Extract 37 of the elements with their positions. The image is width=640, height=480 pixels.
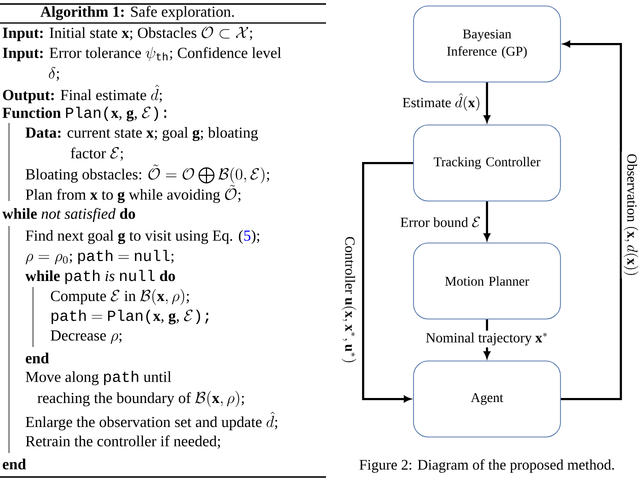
algorithm-line: $\text{Decrease $\rho$;}$ [50,330,122,344]
edge-label: $\text{Controller $\mathbf{u}(\mathbf{x},\mathbf{x}^{*},\mathbf{u}^{*})$}$ [340,234,358,366]
algorithm-line: $\text{Find next goal $\mathbf{g}$ to visit using Eq. (\textcolor{blue}{5});}$ [26,230,260,244]
arrow [484,82,490,122]
algorithm-line: $\text{Compute $\mathcal{E}$ in $\mathcal{B}(\mathbf{x},\rho)$;}$ [50,289,189,306]
algorithm-line: $\text{\texttt{path} $=$ \texttt{Plan(}$\mathbf{x}$, $\mathbf{g}$, $\mathcal{E}$\texttt{);}}$ [52,310,209,324]
algorithm-line: $\text{$\rho=\rho_0$; \texttt{path} $=$ \texttt{null};}$ [26,250,174,264]
algorithm-line: $\text{\textbf{end}}$ [26,352,49,364]
algorithm-line: $\text{Move along \texttt{path} until}$ [26,370,172,386]
algorithm-line: $\text{\textbf{while} \textit{not satisfied} \textbf{do}}$ [2,208,136,222]
algorithm-line: $\text{Enlarge the observation set and update $\hat{d}$;}$ [26,412,278,430]
algorithm-line: $\text{\textbf{Function} \texttt{Plan(}$\mathbf{x}$, $\mathbf{g}$, $\mathcal{E}$\texttt{):}}$ [2,106,166,122]
arrow [362,162,414,402]
algorithm-line: $\text{factor $\mathcal{E}$;}$ [70,147,123,161]
algorithm-line: $\text{\textbf{Input:} Error tolerance $\psi_{\mathtt{th}}$; Confidence level}$ [2,46,282,62]
algorithm-line: $\text{\textbf{Output:} Final estimate $\hat{d}$;}$ [3,84,162,104]
algorithm-line: $\text{\textbf{end}}$ [2,458,26,470]
algorithm-line: $\text{\textbf{Input:} Initial state $\mathbf{x}$; Obstacles $\mathcal{O}\subset\mathcal{X}$;}$ [2,26,252,42]
algorithm-line: $\text{Retrain the controller if needed;}$ [26,435,220,449]
edge-label: $\text{Error bound $\mathcal{E}$}$ [398,214,483,230]
edge-label: $\text{Observation $(\mathbf{x},d(\mathbf{x}))$}$ [622,152,640,278]
edge-label: $\text{Estimate $\hat{d}(\mathbf{x})$}$ [400,91,483,113]
arrow [560,40,622,400]
process-box: Motion Planner [413,242,561,320]
process-box: Agent [413,360,561,438]
algorithm-line: $\text{Bloating obstacles: $\tilde{\mathcal{O}}=\mathcal{O}\bigoplus\mathcal{B}(0,\mathcal{E})$;}$ [26,164,270,184]
caption: Figure 2: Diagram of the proposed method. [360,459,614,473]
edge-label: $\text{Nominal trajectory $\mathbf{x}^{*}$}$ [424,330,550,348]
arrow [484,201,490,240]
process-box: Bayesian Inference (GP) [413,6,561,82]
algorithm-line: $\text{\textbf{while} \texttt{path} \textit{is} \texttt{null} \textbf{do}}$ [25,270,175,284]
algorithm-line: $\text{\textbf{Algorithm 1:} Safe exploration.}$ [40,6,234,20]
algorithm-line: $\text{\textbf{Data:} current state $\mathbf{x}$; goal $\mathbf{g}$; bloating}$ [26,127,258,142]
algorithm-line: $\text{reaching the boundary of $\mathcal{B}(\mathbf{x},\rho)$;}$ [38,391,244,408]
process-box: Tracking Controller [413,124,561,202]
algorithm-line: $\text{Plan from $\mathbf{x}$ to $\mathbf{g}$ while avoiding $\tilde{\mathcal{O}}$;}$ [26,184,240,204]
algorithm-line: $\text{$\delta$;}$ [48,67,59,81]
